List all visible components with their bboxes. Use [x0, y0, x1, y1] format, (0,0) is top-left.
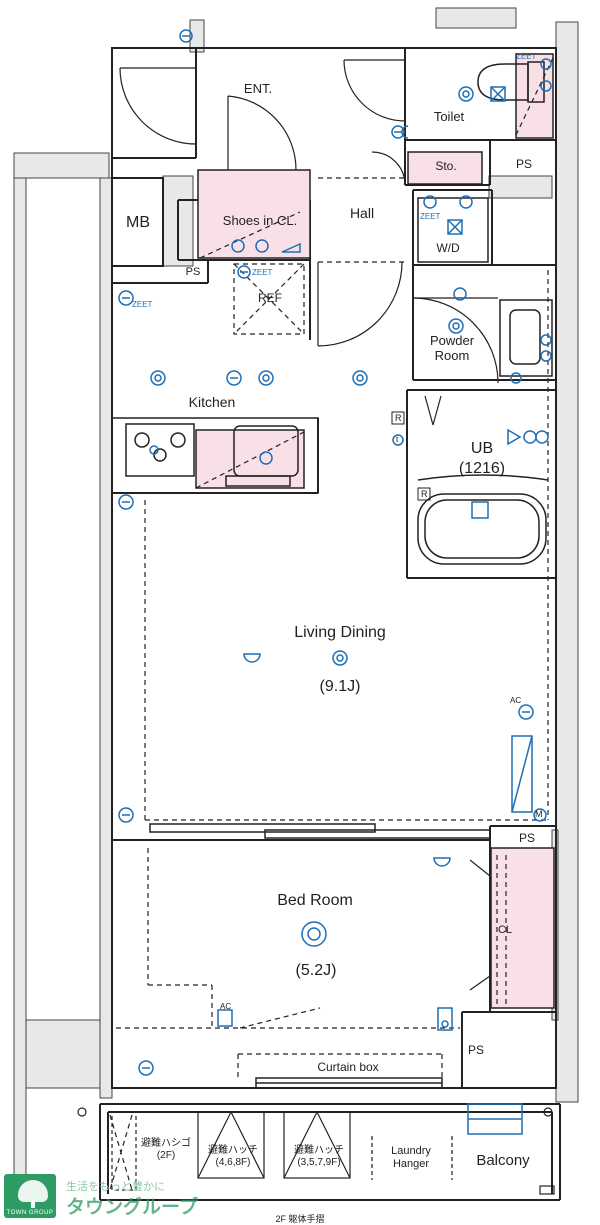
zeet-label-toilet: ZEET: [516, 52, 537, 61]
sliding-doors: [149, 823, 491, 1089]
unit-bath-size: (1216): [458, 460, 506, 477]
ac-label-living: AC: [510, 696, 522, 705]
living-dining-size: (9.1J): [319, 678, 361, 695]
r-label-1: R: [395, 413, 402, 423]
storage-label: Sto.: [435, 159, 457, 173]
washroom-fixtures: [417, 197, 553, 377]
washer-label: W/D: [436, 241, 460, 255]
ps-label-top: PS: [515, 157, 533, 171]
escape-hatch-1-label: 避難ハッチ (4,6,8F): [208, 1145, 258, 1168]
bed-room-size: (5.2J): [295, 962, 337, 979]
ac-label-bedroom: AC: [220, 1002, 232, 1011]
electrical-symbols: [118, 29, 552, 1135]
company-logo: TOWN GROUP 生活をもっと豊かに タウングループ: [0, 1172, 250, 1222]
zeet-label-ref: ZEET: [252, 268, 273, 277]
door-swings: [119, 59, 499, 991]
zeet-label-kitchen: ZEET: [132, 300, 153, 309]
entrance-label: ENT.: [243, 81, 273, 96]
tree-logo-icon: TOWN GROUP: [4, 1174, 56, 1218]
living-dining-label: Living Dining: [294, 624, 386, 641]
ps-label-bedroom: PS: [518, 831, 536, 845]
refrigerator-space: [233, 263, 305, 335]
r-label-2: R: [421, 489, 428, 499]
logo-tagline: 生活をもっと豊かに: [66, 1181, 165, 1193]
balcony-elements: [77, 1107, 555, 1195]
kitchen-fixtures: [111, 417, 319, 494]
footer-note: 2F 躯体手摺: [275, 1214, 325, 1224]
mb-closet: [111, 177, 164, 267]
dashed-lines: [109, 57, 554, 1191]
t-label: t: [396, 435, 399, 444]
m-label: M: [535, 809, 543, 819]
zeet-label-washer: ZEET: [420, 212, 441, 221]
walls: [99, 47, 561, 1201]
ps-label-bottom: PS: [467, 1043, 485, 1057]
toilet-label: Toilet: [433, 109, 465, 124]
bed-room-label: Bed Room: [277, 892, 353, 909]
unit-bath-label: UB: [470, 440, 494, 457]
escape-ladder-label: 避難ハシゴ (2F): [141, 1138, 191, 1161]
curtain-box-label: Curtain box: [317, 1060, 379, 1074]
unit-bath: [417, 474, 549, 565]
powder-room-label: Powder Room: [429, 333, 475, 363]
mb-label: MB: [126, 214, 150, 231]
storage-fills: [195, 53, 555, 1009]
escape-hatch-2-label: 避難ハッチ (3,5,7,9F): [294, 1145, 344, 1168]
shoes-closet-label: Shoes in CL.: [222, 213, 298, 228]
kitchen-label: Kitchen: [188, 394, 236, 410]
laundry-hanger-label: Laundry Hanger: [391, 1145, 431, 1170]
ps-label-kitchen: PS: [185, 266, 201, 278]
refrigerator-label: REF: [258, 291, 282, 305]
hall-label: Hall: [349, 205, 375, 221]
closet-label: CL: [497, 924, 513, 936]
logo-name: タウングループ: [66, 1197, 198, 1218]
structural-walls: [13, 7, 579, 1189]
balcony-label: Balcony: [476, 1152, 530, 1169]
